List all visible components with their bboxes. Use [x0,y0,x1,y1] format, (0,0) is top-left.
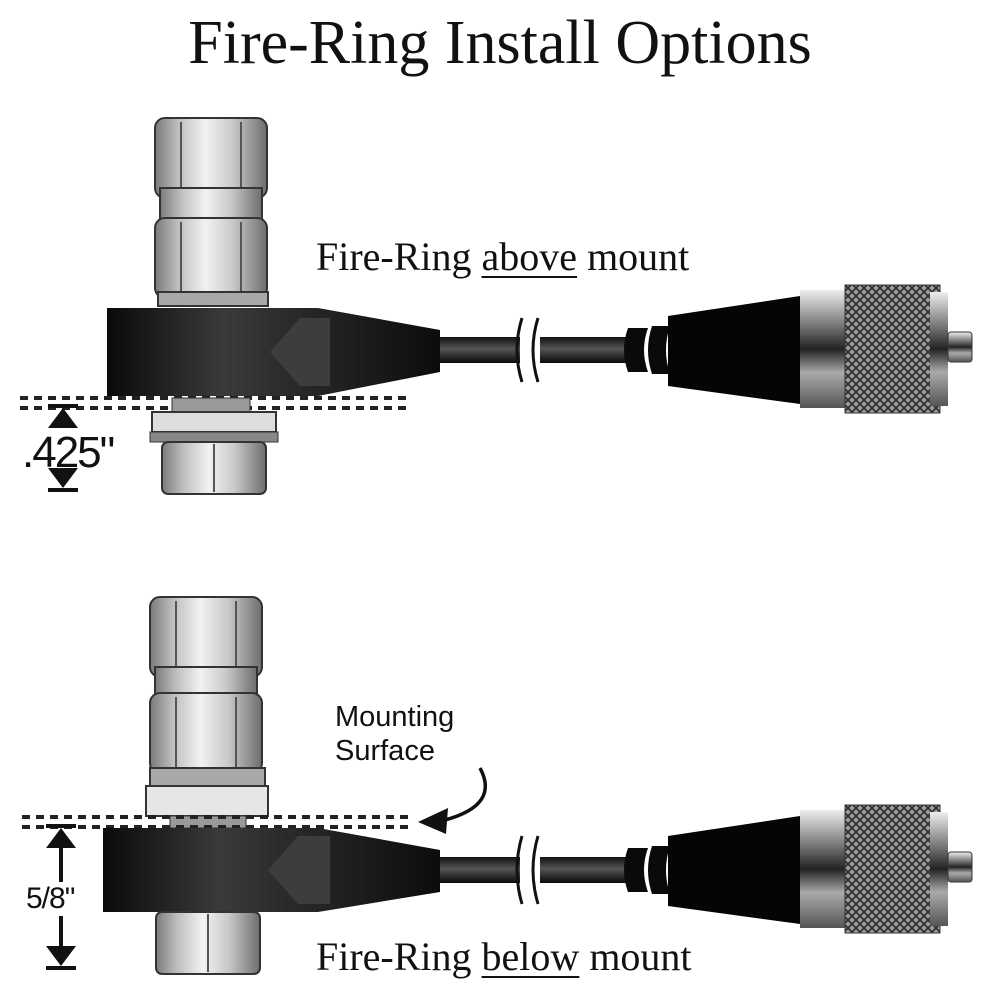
stud-collar [159,187,263,221]
connector-knurled-nut-2 [844,804,941,934]
annotation-line-1: Mounting [335,701,455,733]
cable-segment-right [540,337,630,363]
connector-pin [947,331,973,363]
lock-washer [157,291,269,307]
caption-suffix: mount [579,934,692,979]
cable-break-mark [515,317,524,383]
connector-boot [668,296,800,404]
diagram-title: Fire-Ring Install Options [188,9,812,77]
caption-prefix: Fire-Ring [316,934,482,979]
washer [151,411,277,433]
dimension-label-above: .425" [22,428,115,477]
dimension-arrow-above [48,404,78,492]
boot-rib [624,328,648,372]
connector-knurled-nut [844,284,941,414]
fire-ring-above-illustration [20,117,973,495]
caption-below-mount: Fire-Ring below mount [316,933,692,980]
caption-prefix: Fire-Ring [316,234,482,279]
stud-nut-lower [154,217,268,299]
lock-washer-2 [149,767,266,787]
cable-break-mark-2 [515,835,524,905]
mounting-surface-arrow [444,767,487,822]
connector-boot-2 [668,816,800,924]
stud-nut-upper [154,117,268,199]
stud-nut-lower-2 [149,692,263,774]
dimension-label-below: 5/8" [26,882,75,916]
dimension-arrow-below [46,824,76,970]
caption-above-mount: Fire-Ring above mount [316,233,689,280]
fire-ring-lug-highlight [270,318,330,386]
stud-nut-upper-2 [149,596,263,678]
cable-segment-left [440,337,520,363]
fire-ring-below-illustration [22,596,973,975]
connector-body [800,290,845,408]
caption-suffix: mount [577,234,690,279]
mounting-surface-annotation: Mounting Surface [335,700,454,768]
caption-emphasis: below [481,934,580,979]
caption-emphasis: above [481,234,578,279]
washer-2 [145,785,269,817]
annotation-line-2: Surface [335,735,435,767]
